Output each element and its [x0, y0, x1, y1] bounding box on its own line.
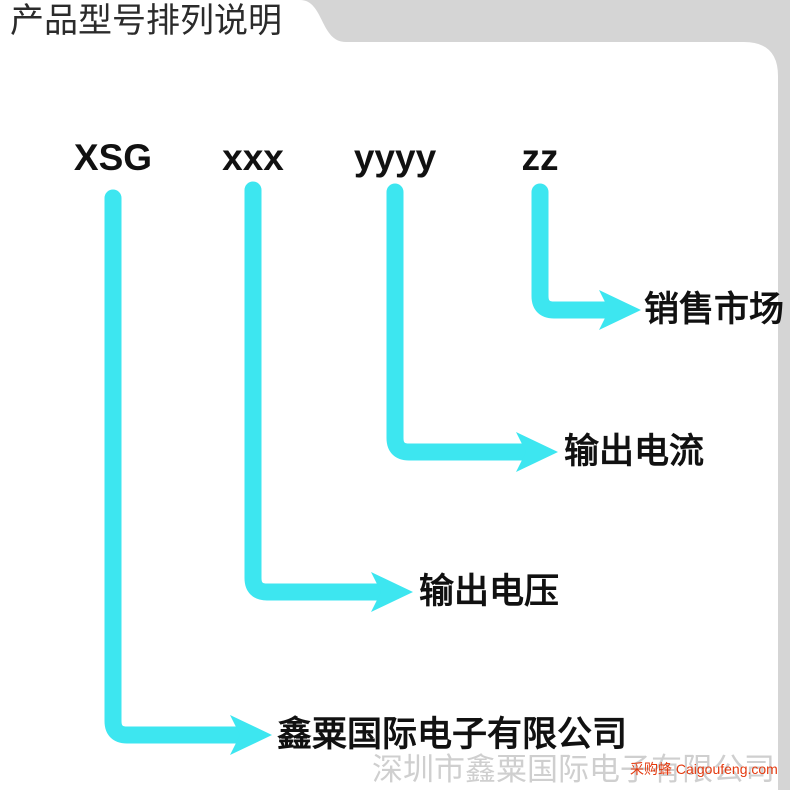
arrowhead-zz [599, 290, 641, 330]
watermark-brand-site: Caigoufeng.com [675, 761, 778, 777]
arrow-zz [531, 183, 641, 330]
watermark-brand-name: 采购蜂 [630, 761, 672, 777]
model-code-zz: zz [521, 137, 559, 178]
arrow-xxx [244, 181, 413, 612]
page-title: 产品型号排列说明 [10, 1, 282, 41]
meaning-output-current: 输出电流 [564, 432, 705, 472]
model-code-xsg: XSG [73, 137, 153, 178]
meaning-sales-market: 销售市场 [644, 290, 785, 330]
watermark-brand: 采购蜂 Caigoufeng.com [630, 760, 778, 778]
arrow-yyyy [386, 183, 558, 472]
meaning-output-voltage: 输出电压 [419, 572, 560, 612]
model-code-yyyy: yyyy [353, 137, 437, 178]
model-code-xxx: xxx [222, 137, 284, 178]
watermark-company: 深圳市鑫粟国际电子有限公司 [372, 752, 775, 788]
meaning-company: 鑫粟国际电子有限公司 [277, 715, 628, 755]
arrowhead-yyyy [516, 432, 558, 472]
arrowhead-xsg [230, 715, 272, 755]
arrow-xsg [104, 189, 272, 755]
arrowhead-xxx [371, 572, 413, 612]
